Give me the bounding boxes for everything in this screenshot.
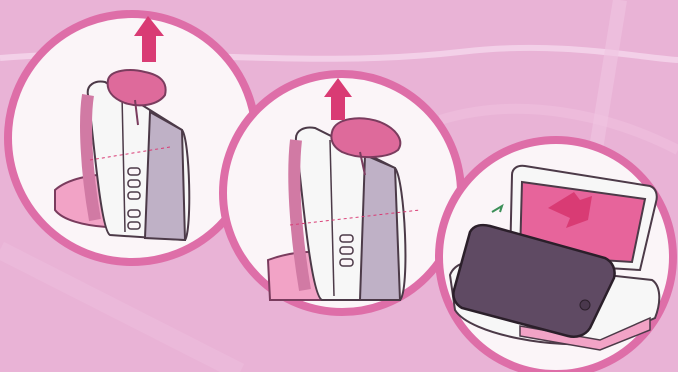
step-3-circle (439, 140, 673, 372)
step-1-circle (8, 14, 256, 262)
